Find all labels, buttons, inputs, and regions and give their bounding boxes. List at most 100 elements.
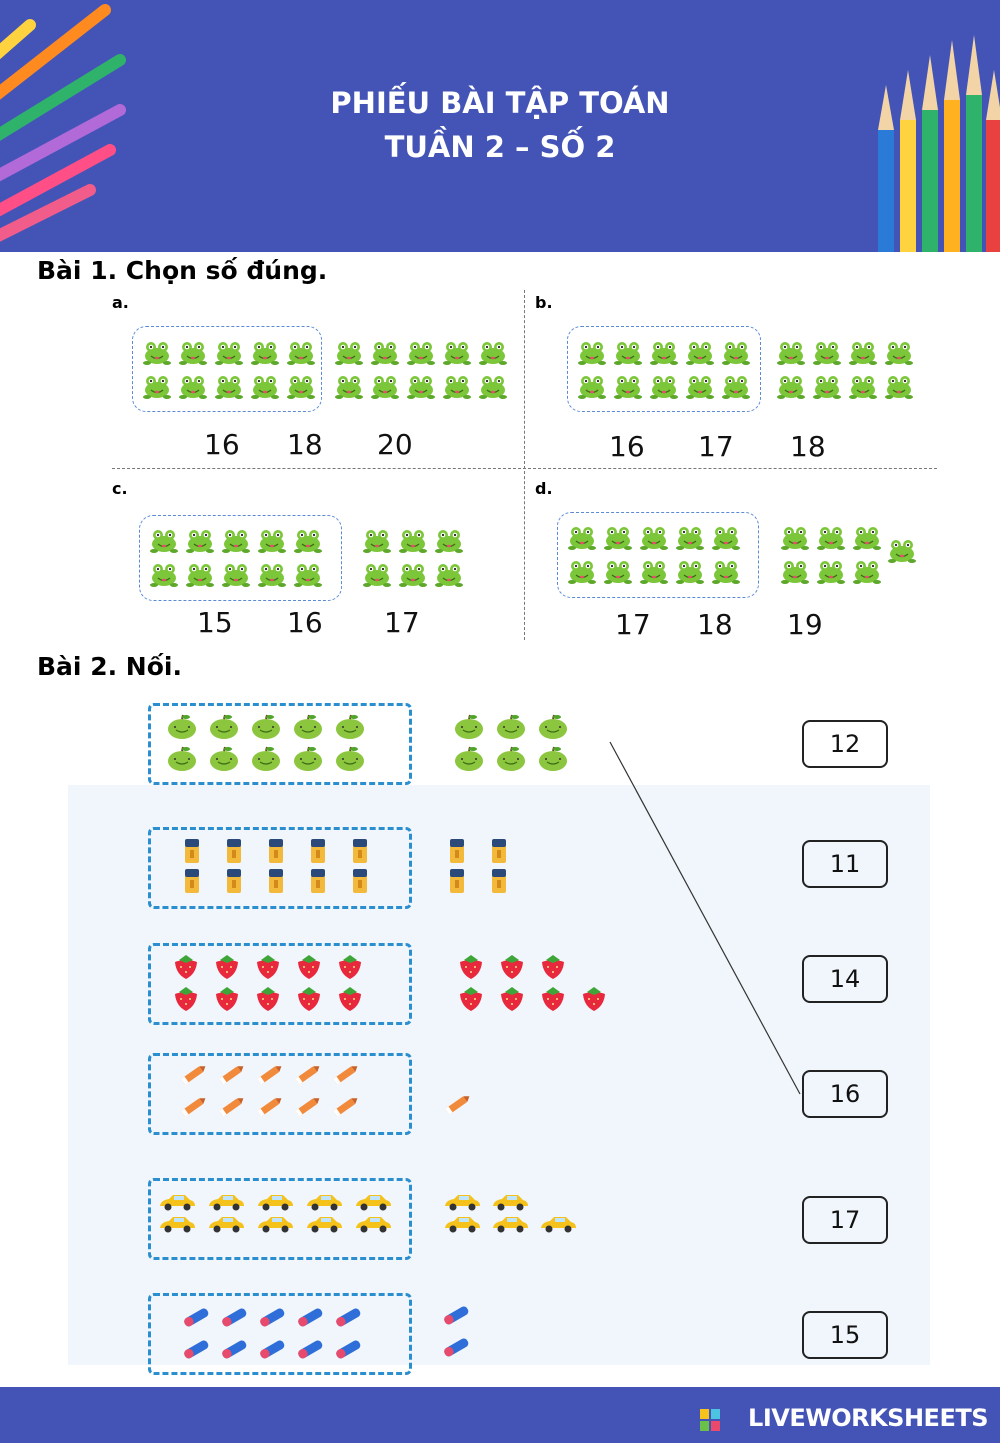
strawberry-icon <box>252 954 284 980</box>
pencil-sharpener-icon <box>441 838 473 864</box>
frog-icon <box>142 340 172 366</box>
frog-icon <box>370 374 400 400</box>
apple-icon <box>166 746 198 772</box>
pencil-sharpener-icon <box>218 838 250 864</box>
eraser-icon <box>256 1304 288 1330</box>
strawberry-icon <box>496 986 528 1012</box>
frog-icon <box>577 374 607 400</box>
frog-icon <box>442 374 472 400</box>
apple-icon <box>250 714 282 740</box>
frog-icon <box>685 340 715 366</box>
frog-icon <box>711 525 741 551</box>
apple-icon <box>292 714 324 740</box>
eraser-icon <box>218 1304 250 1330</box>
frog-icon <box>334 374 364 400</box>
frog-icon <box>362 562 392 588</box>
crayon-icon <box>252 1094 284 1120</box>
item-row <box>441 1192 531 1214</box>
option-c-2[interactable]: 16 <box>287 606 323 639</box>
option-c-3[interactable]: 17 <box>384 606 420 639</box>
option-a-1[interactable]: 16 <box>204 428 240 461</box>
frog-icon <box>711 559 741 585</box>
frog-icon <box>675 559 705 585</box>
answer-box-17[interactable]: 17 <box>802 1196 888 1244</box>
car-icon <box>156 1192 198 1214</box>
option-d-3[interactable]: 19 <box>787 608 823 641</box>
frog-icon <box>613 374 643 400</box>
pencil-sharpener-icon <box>441 868 473 894</box>
frog-icon <box>721 340 751 366</box>
strawberry-icon <box>334 954 366 980</box>
answer-box-14[interactable]: 14 <box>802 955 888 1003</box>
frog-icon <box>884 374 914 400</box>
option-c-1[interactable]: 15 <box>197 606 233 639</box>
crayon-icon <box>214 1062 246 1088</box>
car-icon <box>489 1192 531 1214</box>
frog-icon <box>406 374 436 400</box>
item-row <box>170 986 366 1012</box>
strawberry-icon <box>170 954 202 980</box>
frog-row <box>149 562 323 588</box>
frog-icon <box>185 528 215 554</box>
answer-box-15[interactable]: 15 <box>802 1311 888 1359</box>
colored-pencils-decoration <box>0 4 1000 252</box>
apple-icon <box>495 746 527 772</box>
pencil-sharpener-icon <box>260 868 292 894</box>
brand-name[interactable]: LIVEWORKSHEETS <box>748 1404 988 1432</box>
strawberry-icon <box>496 954 528 980</box>
problem-label-b: b. <box>535 293 553 312</box>
apple-icon <box>495 714 527 740</box>
option-b-2[interactable]: 17 <box>698 430 734 463</box>
frog-row <box>142 340 316 366</box>
option-b-3[interactable]: 18 <box>790 430 826 463</box>
strawberry-icon <box>293 954 325 980</box>
frog-row <box>142 374 316 400</box>
frog-icon <box>293 562 323 588</box>
item-row <box>176 838 376 864</box>
option-a-3[interactable]: 20 <box>377 428 413 461</box>
apple-icon <box>334 714 366 740</box>
frog-icon <box>149 562 179 588</box>
pencil-sharpener-icon <box>302 838 334 864</box>
eraser-icon <box>440 1302 472 1328</box>
group-of-ten-box <box>139 515 342 601</box>
item-row <box>170 954 366 980</box>
frog-icon <box>221 528 251 554</box>
frog-icon <box>721 374 751 400</box>
apple-icon <box>453 714 485 740</box>
strawberry-icon <box>211 954 243 980</box>
frog-icon <box>434 562 464 588</box>
option-d-2[interactable]: 18 <box>697 608 733 641</box>
answer-box-11[interactable]: 11 <box>802 840 888 888</box>
item-row <box>441 1214 579 1236</box>
frog-icon <box>293 528 323 554</box>
option-d-1[interactable]: 17 <box>615 608 651 641</box>
group-of-ten-box <box>148 1293 412 1375</box>
strawberry-icon <box>211 986 243 1012</box>
apple-icon <box>250 746 282 772</box>
frog-icon <box>567 559 597 585</box>
option-b-1[interactable]: 16 <box>609 430 645 463</box>
frog-icon <box>250 374 280 400</box>
frog-icon <box>816 559 846 585</box>
pencil-sharpener-icon <box>218 868 250 894</box>
answer-box-12[interactable]: 12 <box>802 720 888 768</box>
frog-icon <box>406 340 436 366</box>
frog-icon <box>221 562 251 588</box>
eraser-icon <box>440 1334 472 1360</box>
apple-icon <box>208 714 240 740</box>
item-row <box>180 1304 364 1330</box>
frog-icon <box>178 340 208 366</box>
frog-icon <box>214 340 244 366</box>
divider-horizontal <box>112 468 937 469</box>
car-icon <box>303 1192 345 1214</box>
item-row <box>176 868 376 894</box>
eraser-icon <box>332 1304 364 1330</box>
strawberry-icon <box>252 986 284 1012</box>
answer-box-16[interactable]: 16 <box>802 1070 888 1118</box>
strawberry-icon <box>293 986 325 1012</box>
group-of-ten-box <box>148 827 412 909</box>
option-a-2[interactable]: 18 <box>287 428 323 461</box>
frog-icon <box>649 374 679 400</box>
strawberry-icon <box>170 986 202 1012</box>
